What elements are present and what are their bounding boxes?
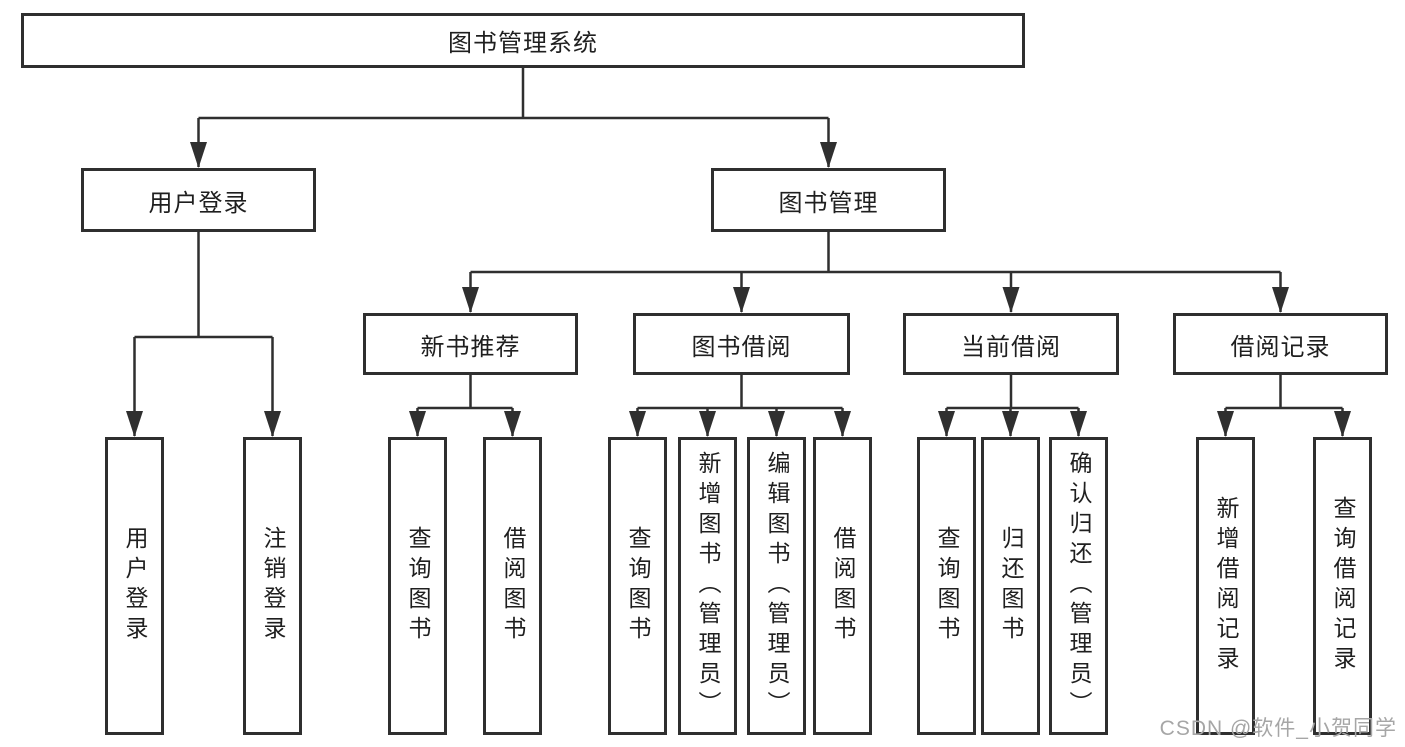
leaf-query-books-3: 查询图书 xyxy=(917,437,976,735)
node-book-borrowing-label: 图书借阅 xyxy=(691,333,792,361)
csdn-watermark: CSDN @软件_小贺同学 xyxy=(1159,717,1397,740)
node-current-borrowing: 当前借阅 xyxy=(903,313,1119,375)
leaf-query-books-2: 查询图书 xyxy=(608,437,667,735)
leaf-edit-book-admin: 编辑图书（管理员） xyxy=(747,437,806,735)
leaf-add-borrow-record-label: 新增借阅记录 xyxy=(1213,496,1239,676)
leaf-user-login-label: 用户登录 xyxy=(122,526,148,646)
leaf-logout: 注销登录 xyxy=(243,437,302,735)
leaf-user-login: 用户登录 xyxy=(105,437,164,735)
node-library-system-label: 图书管理系统 xyxy=(448,30,598,57)
leaf-return-book-label: 归还图书 xyxy=(998,526,1024,646)
node-user-login: 用户登录 xyxy=(81,168,316,232)
leaf-query-borrow-record-label: 查询借阅记录 xyxy=(1330,496,1356,676)
leaf-borrow-books-2: 借阅图书 xyxy=(813,437,872,735)
node-new-book-recommend: 新书推荐 xyxy=(363,313,578,375)
leaf-query-books-3-label: 查询图书 xyxy=(934,526,960,646)
node-borrowing-records-label: 借阅记录 xyxy=(1230,333,1331,361)
node-new-book-recommend-label: 新书推荐 xyxy=(420,333,521,361)
node-borrowing-records: 借阅记录 xyxy=(1173,313,1388,375)
leaf-query-borrow-record: 查询借阅记录 xyxy=(1313,437,1372,735)
leaf-query-books-1-label: 查询图书 xyxy=(405,526,431,646)
leaf-confirm-return-admin: 确认归还（管理员） xyxy=(1049,437,1108,735)
leaf-borrow-books-1: 借阅图书 xyxy=(483,437,542,735)
leaf-add-book-admin-label: 新增图书（管理员） xyxy=(695,451,721,721)
leaf-add-book-admin: 新增图书（管理员） xyxy=(678,437,737,735)
leaf-return-book: 归还图书 xyxy=(981,437,1040,735)
leaf-confirm-return-admin-label: 确认归还（管理员） xyxy=(1066,451,1092,721)
node-library-system: 图书管理系统 xyxy=(21,13,1025,68)
leaf-logout-label: 注销登录 xyxy=(260,526,286,646)
node-book-borrowing: 图书借阅 xyxy=(633,313,850,375)
leaf-borrow-books-1-label: 借阅图书 xyxy=(500,526,526,646)
node-book-management: 图书管理 xyxy=(711,168,946,232)
leaf-query-books-2-label: 查询图书 xyxy=(625,526,651,646)
node-user-login-label: 用户登录 xyxy=(148,189,249,217)
leaf-query-books-1: 查询图书 xyxy=(388,437,447,735)
node-book-management-label: 图书管理 xyxy=(778,189,879,217)
node-current-borrowing-label: 当前借阅 xyxy=(961,333,1061,361)
leaf-add-borrow-record: 新增借阅记录 xyxy=(1196,437,1255,735)
leaf-borrow-books-2-label: 借阅图书 xyxy=(830,526,856,646)
leaf-edit-book-admin-label: 编辑图书（管理员） xyxy=(764,451,790,721)
